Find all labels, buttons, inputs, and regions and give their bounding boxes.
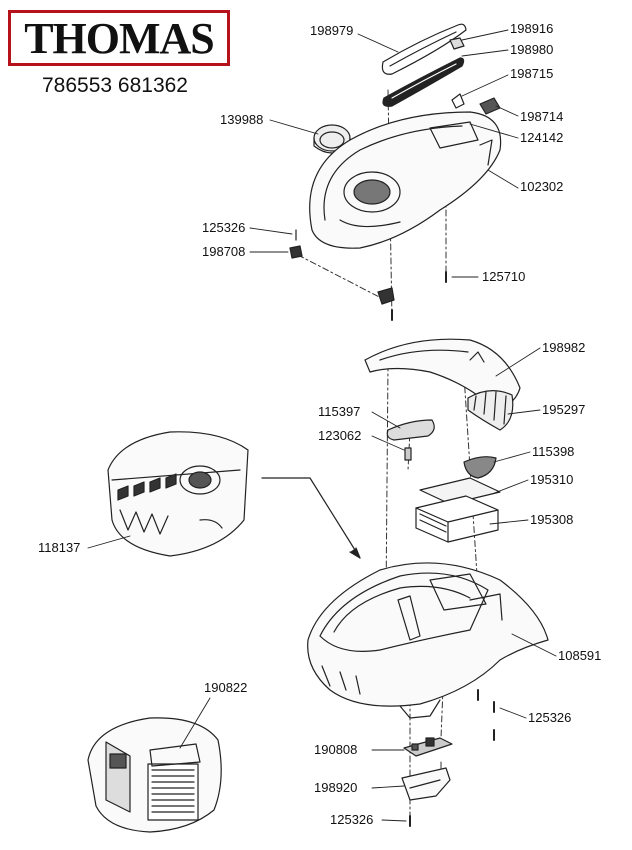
cover-piece-115398 xyxy=(463,456,497,479)
water-box-118137 xyxy=(107,431,249,557)
part-label: 124142 xyxy=(520,130,563,145)
part-label: 125326 xyxy=(528,710,571,725)
brand-name: THOMAS xyxy=(24,14,215,63)
part-label: 102302 xyxy=(520,179,563,194)
part-label: 195308 xyxy=(530,512,573,527)
motor-unit-190822 xyxy=(87,717,222,833)
hinge-part xyxy=(377,287,395,321)
part-label: 198708 xyxy=(202,244,245,259)
base-housing-108591 xyxy=(307,562,549,719)
part-label: 198982 xyxy=(542,340,585,355)
pointer-arrow xyxy=(261,477,361,559)
latch-spring-198715 xyxy=(451,93,465,109)
part-label: 198714 xyxy=(520,109,563,124)
filter-block-195308 xyxy=(415,495,499,543)
part-label: 198979 xyxy=(310,23,353,38)
part-label: 195310 xyxy=(530,472,573,487)
pcb-board-190808 xyxy=(403,737,453,757)
part-label: 125710 xyxy=(482,269,525,284)
leader-lines xyxy=(87,29,557,822)
thomas-logo: THOMAS xyxy=(8,10,230,66)
handle-grip-198979 xyxy=(381,23,467,75)
part-label: 139988 xyxy=(220,112,263,127)
part-label: 115398 xyxy=(532,444,574,459)
part-label: 123062 xyxy=(318,428,361,443)
part-label: 198916 xyxy=(510,21,553,36)
pin-123062 xyxy=(404,447,412,461)
part-label: 190808 xyxy=(314,742,357,757)
catalog-numbers: 786553 681362 xyxy=(42,74,188,97)
handle-insert-198980 xyxy=(382,57,465,107)
part-label: 125326 xyxy=(330,812,373,827)
top-lid-102302 xyxy=(309,111,502,249)
bracket-115397 xyxy=(386,419,435,441)
part-labels: 198979 198916 198980 198715 198714 13998… xyxy=(38,21,601,827)
side-grille-195297 xyxy=(467,390,514,431)
clip-198708 xyxy=(289,245,303,259)
screws-125326-base xyxy=(477,689,495,741)
part-label: 125326 xyxy=(202,220,245,235)
part-label: 118137 xyxy=(38,540,80,555)
handle-cap-198916 xyxy=(449,37,465,50)
filter-pad-195310 xyxy=(419,477,501,505)
part-label: 198980 xyxy=(510,42,553,57)
part-label: 195297 xyxy=(542,402,585,417)
bottom-cover-198920 xyxy=(401,767,451,801)
part-label: 115397 xyxy=(318,404,360,419)
part-label: 198715 xyxy=(510,66,553,81)
part-label: 198920 xyxy=(314,780,357,795)
part-label: 108591 xyxy=(558,648,601,663)
part-label: 190822 xyxy=(204,680,247,695)
